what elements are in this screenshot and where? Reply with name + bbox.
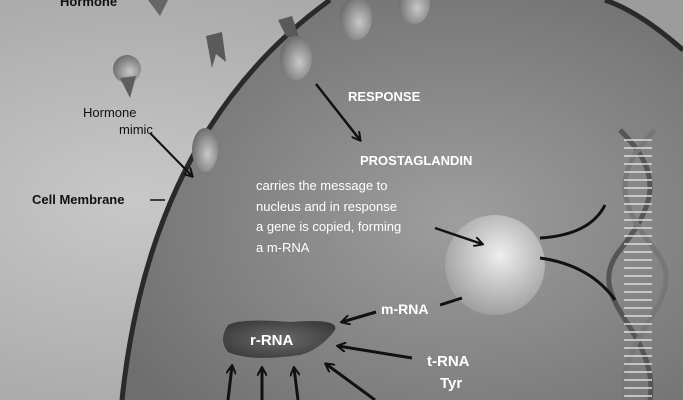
- label-trna: t-RNA: [427, 353, 470, 370]
- arrow-amino: [294, 368, 298, 400]
- arrow-trna: [338, 346, 413, 360]
- membrane-receptor: [192, 128, 218, 172]
- arrow-amino: [326, 364, 376, 400]
- connector-line: [539, 256, 617, 301]
- arrow-response: [315, 83, 360, 140]
- label-hormone: Hormone: [60, 0, 117, 9]
- arrow-mrna: [342, 310, 377, 322]
- connector-line: [539, 204, 607, 240]
- cytoplasm: [122, 0, 683, 400]
- membrane-receptor: [340, 0, 372, 40]
- ribosome-rrna: [223, 320, 336, 358]
- mimic-molecule: [113, 55, 141, 83]
- description-line: nucleus and in response: [256, 199, 397, 214]
- dna-helix: [606, 128, 669, 400]
- label-response: RESPONSE: [348, 89, 421, 104]
- connector-line: [439, 296, 463, 307]
- label-prostaglandin: PROSTAGLANDIN: [360, 153, 472, 168]
- arrow-amino: [228, 366, 232, 400]
- label-hormone-mimic-2: mimic: [119, 122, 153, 137]
- description-line: a m-RNA: [256, 240, 310, 255]
- hormone-shape: [148, 0, 168, 16]
- membrane-receptor: [280, 36, 312, 80]
- description-line: a gene is copied, forming: [256, 219, 401, 234]
- cell-membrane-right: [604, 0, 683, 52]
- arrow-mimic: [149, 132, 192, 176]
- label-hormone-mimic-1: Hormone: [83, 105, 136, 120]
- description-line: carries the message to: [256, 178, 388, 193]
- arrow-prostaglandin: [434, 226, 482, 244]
- hormone-mimic-shape: [120, 76, 136, 98]
- label-cell-membrane: Cell Membrane: [32, 192, 124, 207]
- hormone-shape: [206, 32, 226, 68]
- hormone-shape: [278, 16, 300, 40]
- cell-membrane: [119, 0, 332, 400]
- label-tyr: Tyr: [440, 375, 462, 392]
- label-rrna: r-RNA: [250, 332, 293, 349]
- label-mrna: m-RNA: [381, 301, 428, 317]
- membrane-receptor: [398, 0, 430, 24]
